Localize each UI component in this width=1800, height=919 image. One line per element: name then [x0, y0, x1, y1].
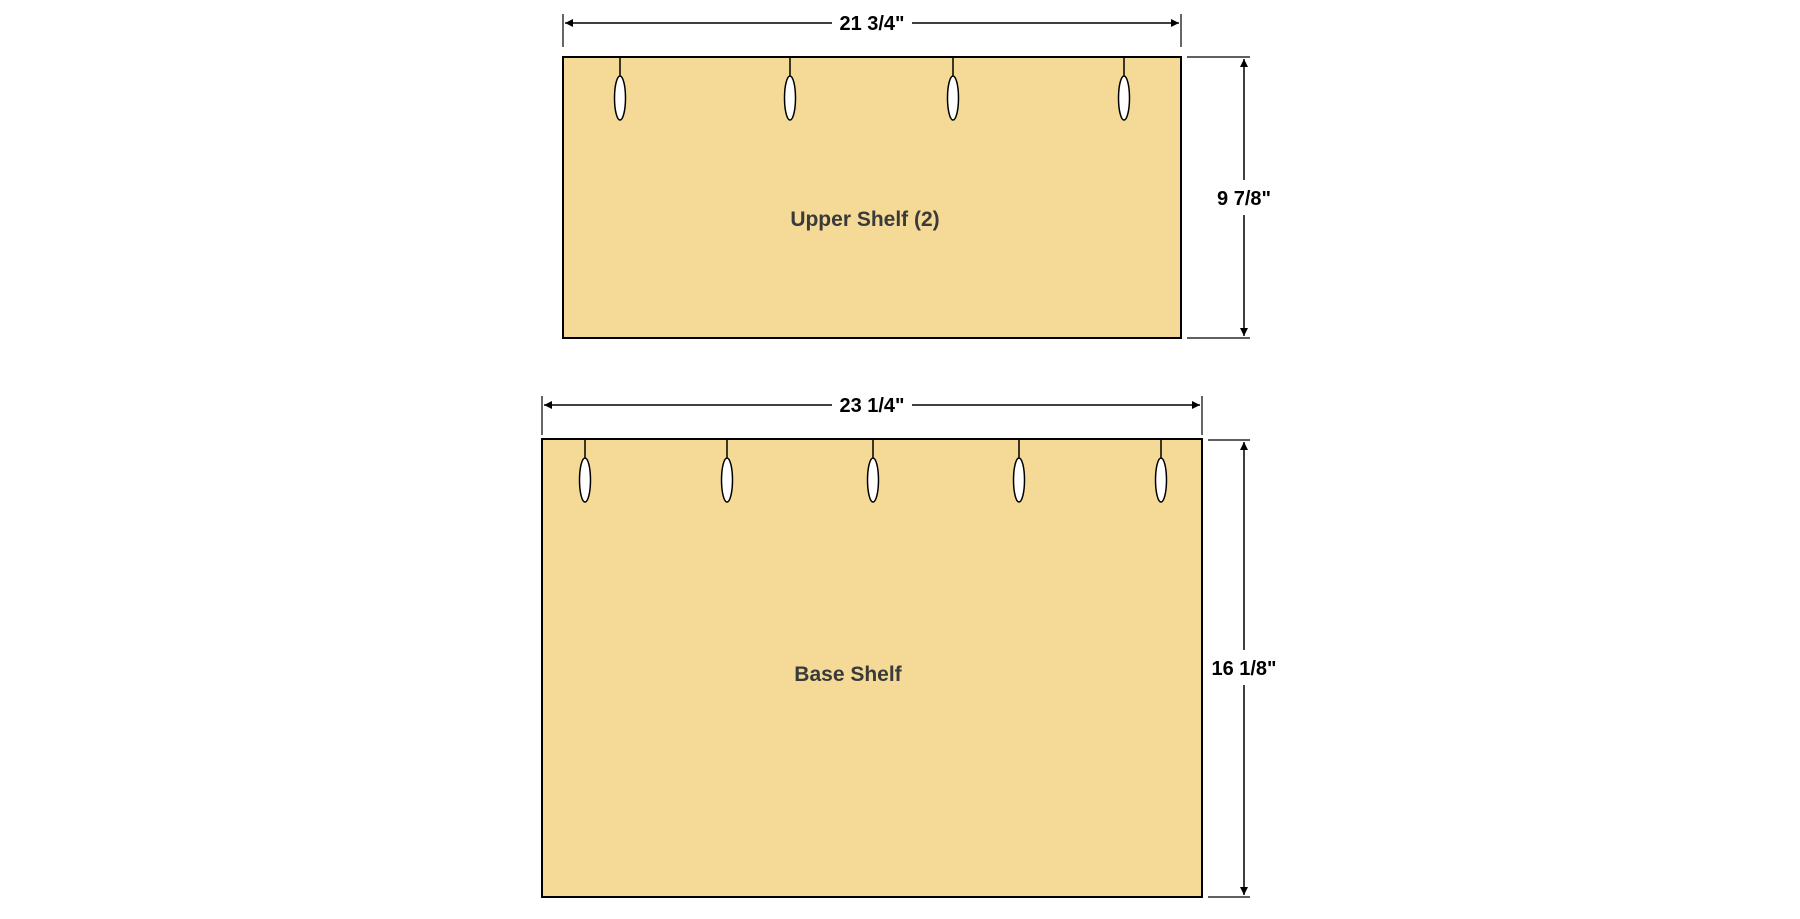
pocket-hole	[578, 439, 592, 503]
upper-shelf-panel	[562, 56, 1182, 339]
pocket-hole	[866, 439, 880, 503]
base-shelf-height-label: 16 1/8"	[1211, 658, 1276, 680]
base-shelf-group: 23 1/4" Base Shelf	[541, 395, 1277, 898]
base-shelf-pocket-holes	[578, 439, 1168, 503]
upper-shelf-width-label: 21 3/4"	[839, 13, 904, 35]
upper-shelf-height-label: 9 7/8"	[1217, 188, 1271, 210]
base-shelf-panel	[541, 438, 1203, 898]
base-shelf-width-dimension: 23 1/4"	[541, 395, 1203, 435]
upper-shelf-pocket-holes	[613, 57, 1131, 121]
pocket-hole	[1012, 439, 1026, 503]
upper-shelf-height-dimension: 9 7/8"	[1187, 56, 1271, 339]
upper-shelf-label: Upper Shelf (2)	[790, 208, 939, 231]
pocket-hole	[1117, 57, 1131, 121]
base-shelf-label: Base Shelf	[794, 663, 902, 686]
base-shelf-height-dimension: 16 1/8"	[1208, 439, 1277, 898]
pocket-hole	[1154, 439, 1168, 503]
pocket-hole	[946, 57, 960, 121]
pocket-hole	[783, 57, 797, 121]
pocket-hole	[720, 439, 734, 503]
upper-shelf-width-dimension: 21 3/4"	[562, 13, 1182, 47]
base-shelf-width-label: 23 1/4"	[839, 395, 904, 417]
upper-shelf-group: 21 3/4" Upper Shelf (2)	[562, 13, 1271, 339]
pocket-hole	[613, 57, 627, 121]
